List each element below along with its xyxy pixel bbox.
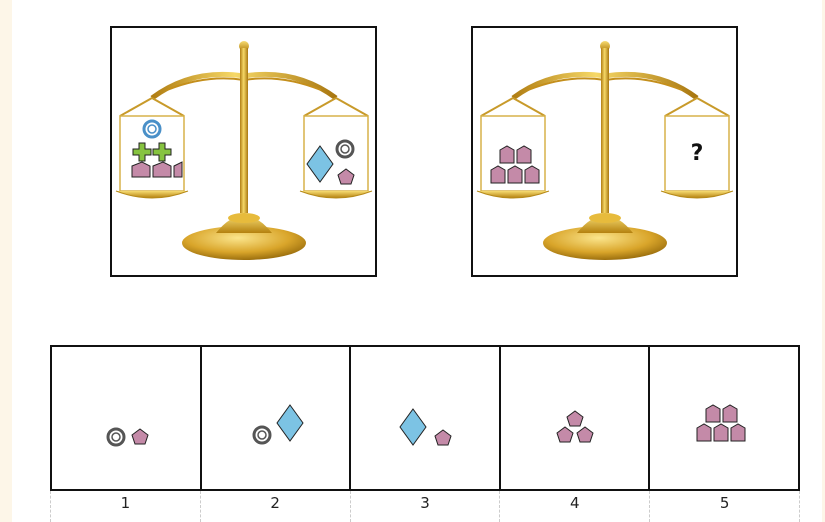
blue-diamond-icon <box>275 404 304 442</box>
right-balance-scale: ? <box>476 41 734 260</box>
option-2-shapes <box>252 404 304 445</box>
pink-pentagon-icon <box>499 145 515 164</box>
option-4-shapes <box>556 410 594 443</box>
blue-diamond-icon <box>399 408 427 446</box>
option-label-5[interactable]: 5 <box>649 491 800 522</box>
green-cross-icon <box>132 142 152 162</box>
pink-pentagon-icon <box>713 423 729 442</box>
pink-pentagon-icon <box>516 145 532 164</box>
pink-pentagon-icon <box>696 423 712 442</box>
option-5[interactable] <box>650 347 798 489</box>
green-cross-icon <box>152 142 172 162</box>
pink-pentagon-icon <box>131 428 149 445</box>
option-1[interactable] <box>52 347 202 489</box>
option-3[interactable] <box>351 347 501 489</box>
right-balance-panel: ? <box>471 26 738 277</box>
pink-pentagon-icon <box>705 404 721 423</box>
pink-pentagon-icon <box>490 165 506 184</box>
pink-pentagon-icon <box>556 426 574 443</box>
pink-pentagon-icon <box>722 404 738 423</box>
question-mark: ? <box>691 141 704 166</box>
scale-pole <box>240 48 248 213</box>
blue-diamond-icon <box>306 145 334 183</box>
scale-base <box>182 226 306 260</box>
left-balance-panel <box>110 26 377 277</box>
gray-ring-icon <box>106 427 126 447</box>
option-2[interactable] <box>202 347 352 489</box>
left-pan <box>119 115 185 192</box>
answer-options <box>50 345 800 491</box>
pink-pentagon-icon <box>730 423 746 442</box>
option-label-3[interactable]: 3 <box>349 491 500 522</box>
pink-pentagon-icon <box>507 165 523 184</box>
right-pan <box>303 115 369 192</box>
blue-ring-icon <box>142 119 162 139</box>
option-labels: 1 2 3 4 5 <box>50 491 800 522</box>
option-label-4[interactable]: 4 <box>499 491 649 522</box>
gray-ring-icon <box>252 425 272 445</box>
pink-pentagon-icon <box>152 161 172 178</box>
pink-pentagon-icon <box>337 168 355 185</box>
option-3-shapes <box>399 408 452 446</box>
pink-pentagon-icon <box>131 161 151 178</box>
scale-pole <box>601 48 609 213</box>
option-label-1[interactable]: 1 <box>50 491 200 522</box>
left-balance-scale <box>115 41 373 260</box>
option-5-shapes <box>696 404 746 442</box>
option-4[interactable] <box>501 347 651 489</box>
option-1-shapes <box>106 427 149 447</box>
scale-base <box>543 226 667 260</box>
pink-pentagon-icon <box>173 161 183 178</box>
pink-pentagon-icon <box>434 429 452 446</box>
pink-pentagon-icon <box>524 165 540 184</box>
puzzle-page: ? <box>12 0 822 522</box>
pink-pentagon-icon <box>566 410 584 427</box>
gray-ring-icon <box>335 139 355 159</box>
option-label-2[interactable]: 2 <box>199 491 350 522</box>
pink-pentagon-icon <box>576 426 594 443</box>
